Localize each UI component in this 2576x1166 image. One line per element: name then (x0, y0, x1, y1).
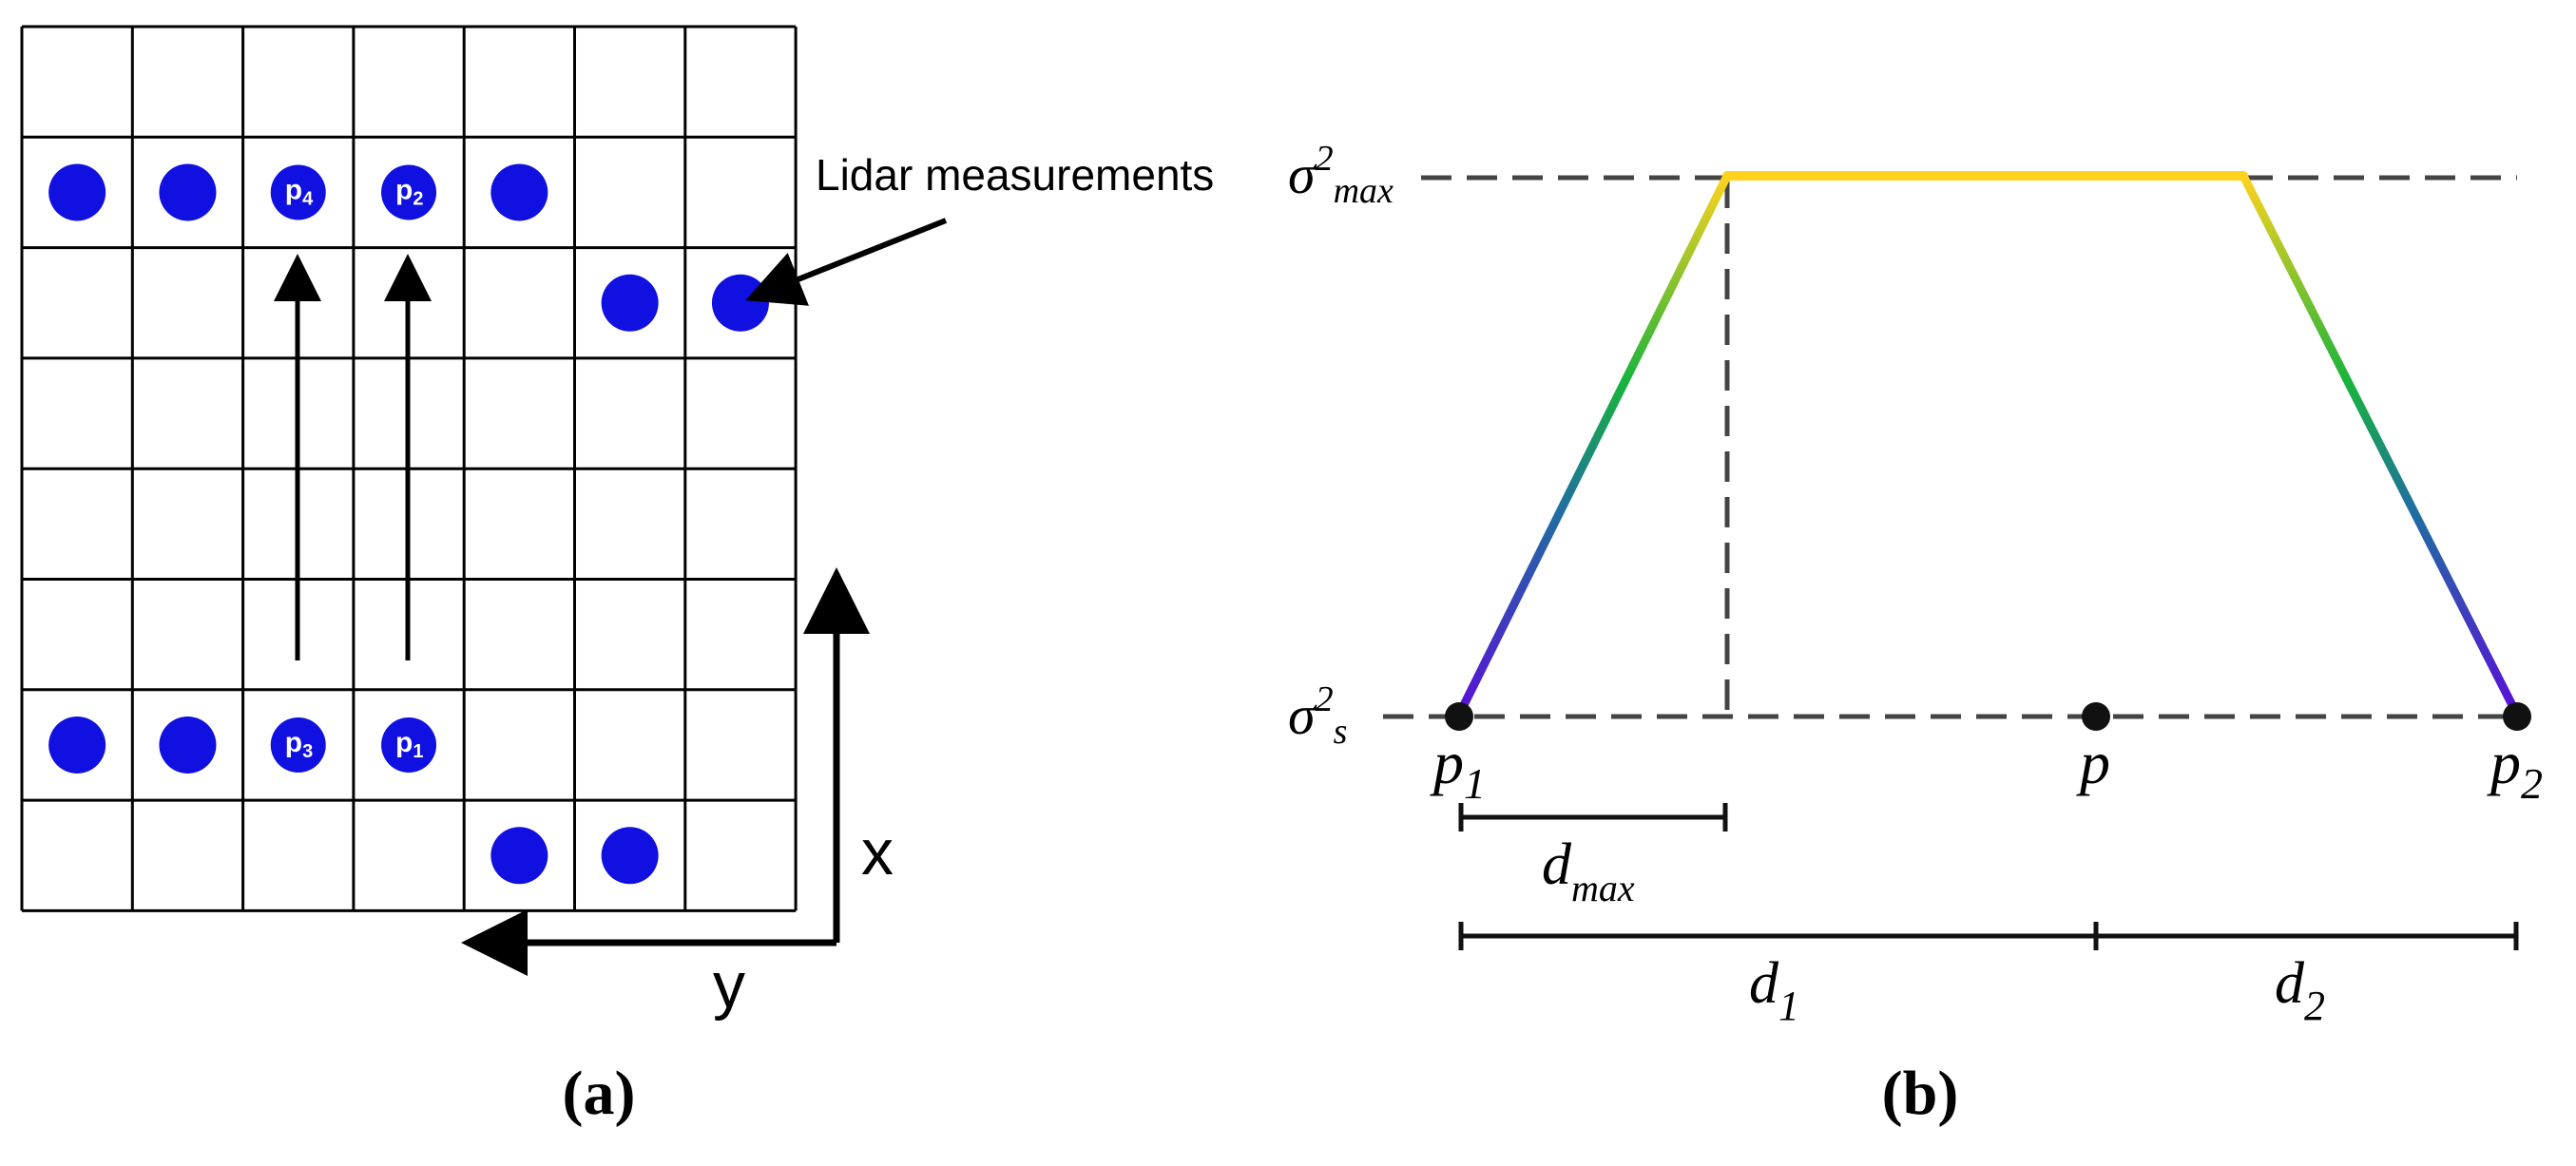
annotation-arrow (745, 218, 948, 306)
point-p (2082, 702, 2110, 731)
axis-y-label: y (713, 949, 745, 1022)
lidar-point (601, 274, 659, 332)
sigma-max-label: σ2max (1288, 139, 1394, 211)
label-p: p (2076, 729, 2110, 796)
label-dmax: dmax (1542, 832, 1635, 909)
lidar-point (159, 163, 217, 221)
label-d1: d1 (1749, 951, 1799, 1029)
label-d2: d2 (2275, 951, 2325, 1029)
point-p2 (2503, 702, 2531, 731)
lidar-point (711, 274, 769, 332)
point-label-p2: p2 (395, 174, 423, 209)
lidar-point (48, 716, 106, 774)
point-p1 (1445, 702, 1473, 731)
dmax-bar (1458, 803, 1728, 831)
panel-a: p4 p2 p3 p1 Lidar measurements x y (a) (20, 25, 1214, 1128)
caption-b: (b) (1882, 1059, 1959, 1128)
profile-fall (2239, 171, 2522, 719)
lidar-dots: p4 p2 p3 p1 (48, 163, 769, 885)
label-p2: p2 (2487, 729, 2543, 808)
lidar-point (159, 716, 217, 774)
annotation-label: Lidar measurements (816, 150, 1214, 200)
lidar-point-p4 (270, 164, 326, 220)
point-label-p3: p3 (285, 727, 313, 762)
panel-b: σ2max σ2s p1 p p2 dmax d1 d2 (b) (1288, 139, 2543, 1128)
point-label-p4: p4 (285, 174, 314, 209)
lidar-point (48, 163, 106, 221)
axis-x-label: x (861, 816, 894, 889)
lidar-point (601, 827, 659, 885)
lidar-point-p3 (270, 717, 326, 773)
point-label-p1: p1 (395, 727, 423, 762)
lidar-point-p1 (381, 717, 437, 773)
label-p1: p1 (1430, 729, 1486, 808)
profile-rise (1454, 171, 1732, 719)
lidar-point-p2 (381, 164, 437, 220)
caption-a: (a) (563, 1059, 636, 1128)
d1-d2-bar (1458, 922, 2519, 950)
sigma-s-label: σ2s (1288, 679, 1347, 752)
lidar-point (490, 827, 548, 885)
lidar-point (490, 163, 548, 221)
